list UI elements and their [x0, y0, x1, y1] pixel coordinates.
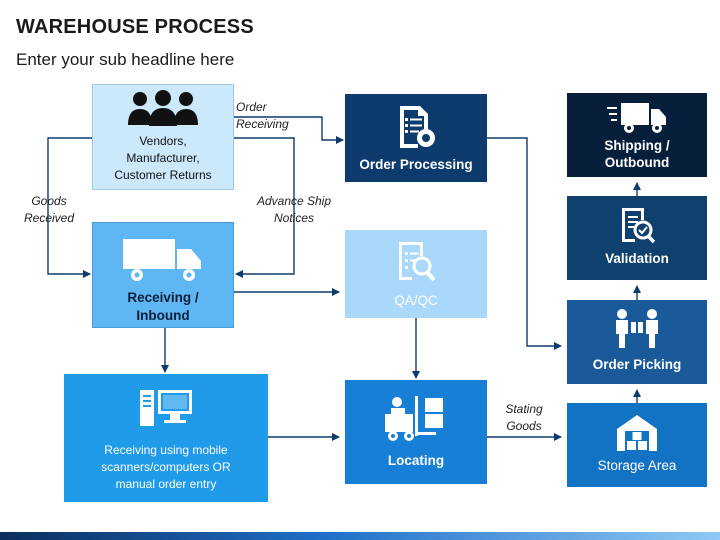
edge-label-advance-ship: Advance Ship Notices [248, 193, 340, 227]
node-order-picking: Order Picking [567, 300, 707, 384]
node-qaqc: QA/QC [345, 230, 487, 318]
node-label-line: Manufacturer, [126, 151, 200, 165]
node-label: Validation [605, 251, 669, 266]
node-order-processing: Order Processing [345, 94, 487, 182]
arrow-vendors-to-order-processing [234, 116, 344, 144]
node-mobile-scanners: Receiving using mobile scanners/computer… [64, 374, 268, 502]
node-label-line: Receiving using mobile [104, 443, 228, 457]
node-label: Order Picking [592, 357, 682, 372]
node-validation: Validation [567, 196, 707, 280]
node-label-line: Vendors, [139, 134, 187, 148]
edge-label-line: Order [236, 100, 267, 114]
edge-label-stating-goods: Stating Goods [494, 401, 554, 435]
computer-icon [140, 390, 192, 426]
page-subtitle: Enter your sub headline here [16, 50, 235, 69]
node-label-line: manual order entry [115, 477, 217, 491]
arrow-vendors-to-receiving-goods [47, 137, 92, 278]
node-label: Locating [387, 453, 445, 468]
edge-label-line: Goods [31, 194, 67, 208]
node-label: QA/QC [394, 293, 438, 308]
people-group-icon [128, 90, 198, 126]
node-label: Order Processing [359, 157, 473, 172]
page-title: WAREHOUSE PROCESS [16, 16, 254, 38]
edge-label-line: Advance Ship [256, 194, 332, 208]
node-vendors: Vendors, Manufacturer, Customer Returns [92, 84, 234, 190]
arrow-vendors-to-receiving-asn [234, 137, 295, 278]
footer-gradient-bar [0, 532, 720, 540]
edge-label-line: Receiving [236, 117, 289, 131]
edge-label-goods-received: Goods Received [14, 193, 84, 227]
node-shipping-outbound: Shipping / Outbound [567, 93, 707, 177]
node-label-line: Shipping / [604, 138, 670, 153]
edge-label-line: Received [23, 211, 75, 225]
edge-label-line: Notices [273, 211, 314, 225]
node-label-line: Inbound [136, 308, 190, 323]
edge-label-line: Goods [506, 419, 542, 433]
node-locating: Locating [345, 380, 487, 484]
forklift-icon [385, 396, 443, 441]
delivery-truck-icon [607, 103, 666, 133]
package-handover-icon [616, 309, 658, 348]
node-label: Storage Area [597, 458, 677, 473]
edge-label-line: Stating [505, 402, 543, 416]
document-gear-icon [400, 106, 435, 148]
node-label-line: Receiving / [127, 290, 199, 305]
node-label-line: scanners/computers OR [101, 460, 231, 474]
document-check-icon [622, 208, 656, 244]
node-receiving-inbound: Receiving / Inbound [92, 222, 234, 328]
inspection-checklist-icon [399, 242, 436, 282]
warehouse-icon [617, 415, 657, 451]
edge-label-order-receiving: Order Receiving [236, 99, 289, 133]
truck-icon [123, 239, 201, 281]
node-label-line: Customer Returns [114, 168, 212, 182]
arrow-order-processing-to-picking [487, 137, 562, 350]
node-storage-area: Storage Area [567, 403, 707, 487]
node-label-line: Outbound [604, 155, 670, 170]
